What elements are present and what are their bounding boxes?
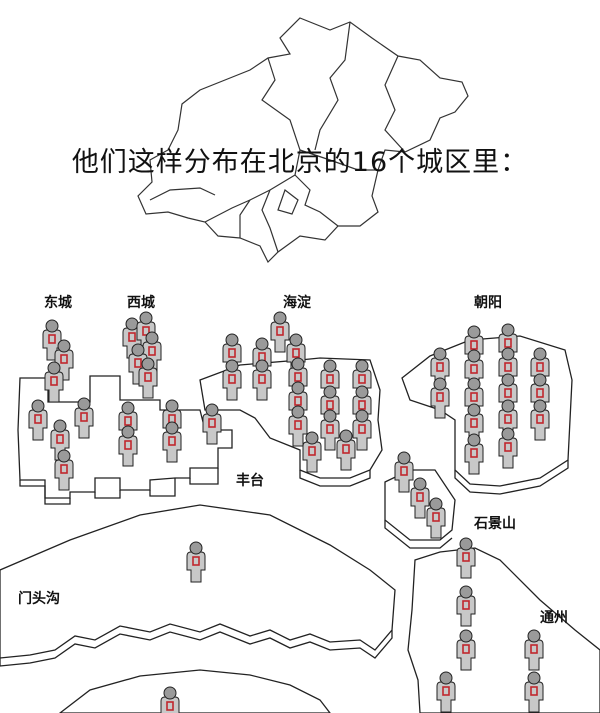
person-figure-icon — [430, 377, 450, 419]
person-figure-icon — [336, 429, 356, 471]
person-figure-icon — [138, 357, 158, 399]
region-lower — [58, 669, 331, 713]
person-figure-icon — [288, 405, 308, 447]
person-figure-icon — [410, 477, 430, 519]
person-figure-icon — [28, 399, 48, 441]
person-figure-icon — [456, 537, 476, 579]
label-dongcheng: 东城 — [44, 295, 72, 311]
label-haidian: 海淀 — [283, 295, 311, 311]
region-tongzhou — [407, 547, 600, 713]
person-figure-icon — [44, 361, 64, 403]
label-shijingshan: 石景山 — [474, 516, 516, 532]
person-figure-icon — [302, 431, 322, 473]
person-figure-icon — [426, 497, 446, 539]
person-figure-icon — [530, 399, 550, 441]
person-figure-icon — [186, 541, 206, 583]
person-figure-icon — [524, 671, 544, 713]
person-figure-icon — [160, 686, 180, 713]
person-figure-icon — [74, 397, 94, 439]
person-figure-icon — [436, 671, 456, 713]
label-mentougou: 门头沟 — [18, 591, 60, 607]
person-figure-icon — [352, 409, 372, 451]
person-figure-icon — [394, 451, 414, 493]
person-figure-icon — [320, 409, 340, 451]
label-chaoyang: 朝阳 — [474, 295, 502, 311]
person-figure-icon — [162, 421, 182, 463]
beijing-outline-map — [137, 17, 469, 264]
label-fengtai: 丰台 — [236, 473, 264, 489]
person-figure-icon — [118, 425, 138, 467]
person-figure-icon — [270, 311, 290, 353]
person-figure-icon — [252, 359, 272, 401]
label-xicheng: 西城 — [127, 295, 155, 311]
person-figure-icon — [222, 359, 242, 401]
person-figure-icon — [456, 629, 476, 671]
person-figure-icon — [54, 449, 74, 491]
person-figure-icon — [202, 403, 222, 445]
person-figure-icon — [456, 585, 476, 627]
person-figures — [28, 311, 550, 713]
person-figure-icon — [464, 433, 484, 475]
label-tongzhou: 通州 — [540, 610, 568, 626]
person-figure-icon — [498, 427, 518, 469]
person-figure-icon — [524, 629, 544, 671]
page-title: 他们这样分布在北京的16个城区里： — [71, 147, 529, 178]
